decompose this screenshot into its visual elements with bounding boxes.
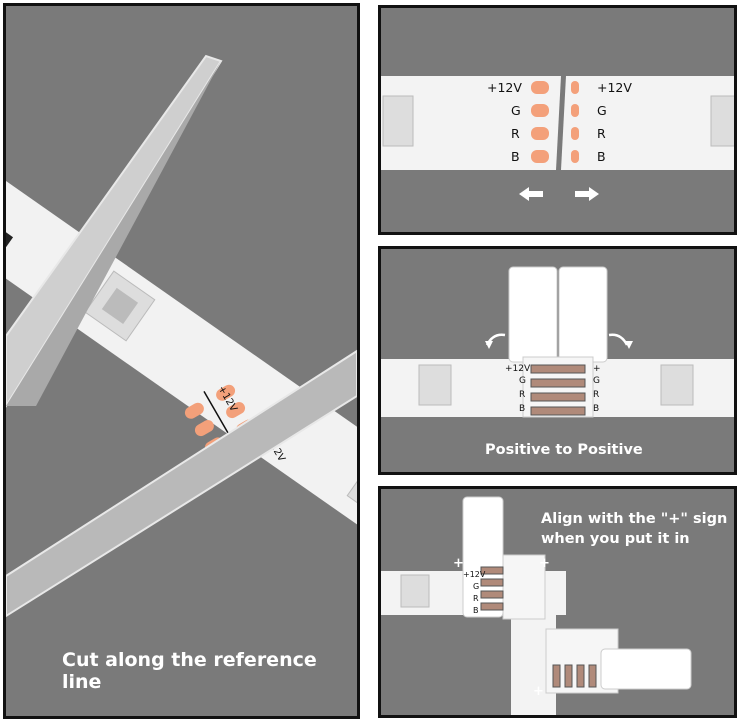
corner-caption-line2: when you put it in — [541, 531, 690, 547]
pad-label-right: R — [593, 390, 599, 400]
scissor-blade-lower — [6, 349, 357, 618]
split-panel: +12V G R B +12V G R B — [378, 5, 737, 235]
strip-right — [561, 76, 734, 170]
copper-pads — [531, 81, 579, 163]
arrow-left-icon — [519, 187, 543, 201]
connector-clip-top — [462, 496, 504, 618]
pad-label-left: B — [519, 404, 525, 414]
plus-mark: + — [533, 684, 544, 699]
pad-label-right: B — [593, 404, 599, 414]
pad-label-right: G — [593, 376, 600, 386]
pad-label-right: G — [597, 103, 607, 118]
cut-caption: Cut along the reference line — [62, 649, 317, 693]
led-strip — [6, 181, 357, 568]
plus-mark: + — [453, 556, 464, 571]
corner-illustration: +12V G R B + + + — [381, 496, 692, 715]
strip-left — [381, 76, 561, 170]
plus-mark: + — [539, 556, 550, 571]
led-chip-icon — [382, 95, 414, 147]
split-illustration: +12V G R B +12V G R B — [381, 76, 734, 201]
rotate-arrow-right-head-icon — [625, 341, 633, 349]
led-chip-icon — [418, 364, 452, 406]
connector-pins — [480, 566, 504, 611]
pad-label-left: R — [519, 390, 525, 400]
connector-clip-right — [558, 266, 608, 363]
corner-panel: +12V G R B + + + Align with the "+" sign… — [378, 486, 737, 718]
pad-label-right: B — [597, 149, 606, 164]
led-chip-icon — [400, 574, 430, 608]
connector-pins-lower — [552, 664, 597, 688]
connector-clip-right — [600, 648, 692, 690]
pad-label-left: G — [511, 103, 521, 118]
rotate-arrow-right-icon — [608, 333, 629, 346]
connector-base — [502, 554, 546, 620]
connector-panel: +12V G R B + G R B Positive to Positive — [378, 246, 737, 475]
connector-illustration: +12V G R B + G R B — [381, 266, 734, 418]
pad-label-right: +12V — [597, 80, 632, 95]
cut-illustration: +12V +12V — [6, 54, 357, 618]
led-chip-icon — [710, 95, 734, 147]
pad-label-left: +12V — [505, 364, 531, 374]
pad-label: R — [473, 594, 479, 603]
connector-clip-left — [508, 266, 558, 363]
pad-label: G — [473, 582, 479, 591]
pad-label-left: G — [519, 376, 526, 386]
cut-panel: +12V +12V Cut along the reference line — [3, 3, 360, 719]
pad-label: B — [473, 606, 479, 615]
led-chip-core-icon — [101, 287, 139, 325]
pad-label-right: R — [597, 126, 606, 141]
resistor-icon — [6, 226, 14, 248]
pad-label-right: + — [593, 364, 601, 374]
rotate-arrow-left-head-icon — [485, 341, 493, 349]
pad-label: +12V — [463, 570, 486, 579]
scissor-blade-shadow — [6, 61, 221, 406]
arrow-right-icon — [575, 187, 599, 201]
corner-caption-line1: Align with the "+" sign — [541, 511, 728, 527]
connector-pins — [530, 364, 586, 416]
pad-label-left: R — [511, 126, 520, 141]
pad-label-left: B — [511, 149, 520, 164]
led-chip-icon — [660, 364, 694, 406]
pad-label-left: +12V — [487, 80, 522, 95]
connector-caption: Positive to Positive — [485, 442, 643, 458]
